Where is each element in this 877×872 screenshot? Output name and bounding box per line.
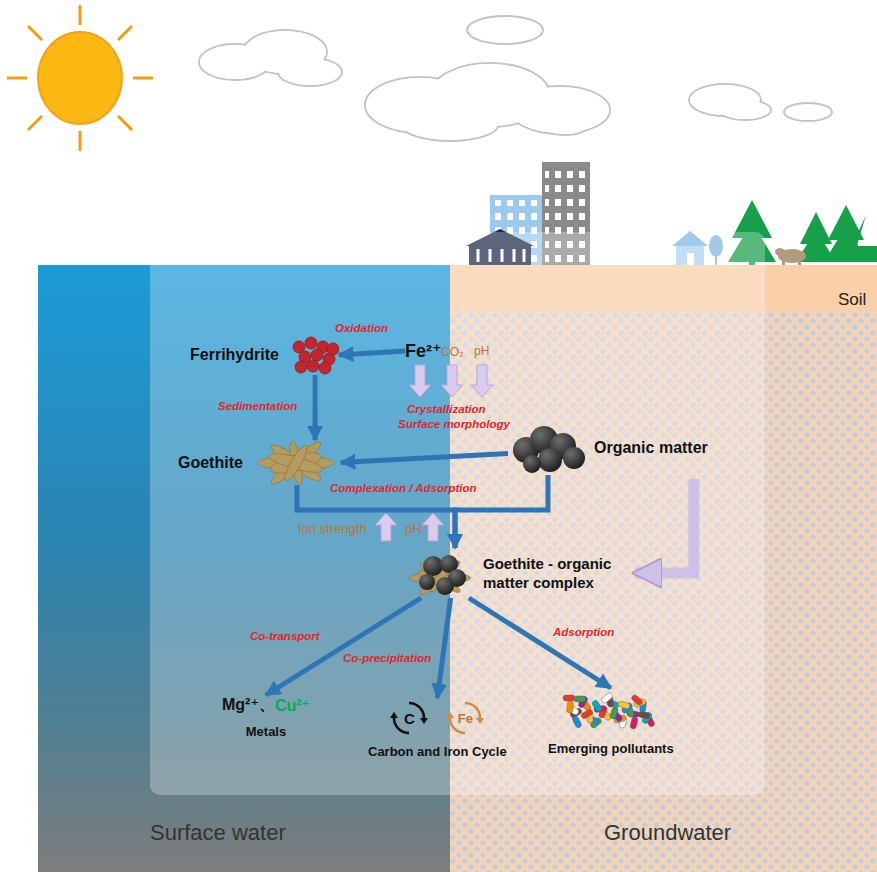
flow-arrow [469,598,611,688]
scene-line [7,77,27,80]
region-label: Groundwater [604,820,731,846]
node-group: Organic matter [508,420,708,475]
scene-ellipse [720,101,770,119]
scene-path [471,365,493,397]
node-text: Emerging pollutants [548,741,674,756]
process-label: Surface morphology [398,418,510,430]
scene-polygon [852,215,877,262]
process-node: Ferrihydrite [190,335,339,375]
node-text: Metals [246,724,286,739]
layer-label: Soil [838,290,866,310]
process-node: Goethite - organic matter complex [405,548,633,598]
clouds-fill [200,31,770,140]
process-node: Mg²⁺、Cu²⁺ Metals [222,695,310,739]
node-group: C Fe [389,698,485,738]
scene-line [28,116,42,130]
process-label: Oxidation [335,322,388,334]
cycle-icon: Fe [445,698,485,738]
process-node: C FeCarbon and Iron Cycle [368,698,507,759]
scene-line [79,5,82,25]
process-node: Emerging pollutants [548,688,674,756]
node-group: Mg²⁺、Cu²⁺ [222,695,310,716]
node-text: Goethite - organic matter complex [483,554,633,593]
scene-path [422,513,444,541]
flow-arrow [339,351,405,355]
node-text: Fe [458,711,473,726]
scene-line [133,77,153,80]
pollutant-pills [561,688,661,733]
process-label: Sedimentation [218,400,297,412]
node-text: Organic matter [594,439,708,457]
scene-path [409,365,431,397]
node-text: Mg²⁺、 [222,695,275,716]
goethite-crystal [251,440,341,485]
factor-label: pH [474,344,489,358]
ferrihydrite-particles [289,335,339,375]
node-group: Goethite [178,440,341,485]
region-label: Surface water [150,820,286,846]
node-group: Fe²⁺ [405,340,442,362]
scene-line [79,131,82,151]
flow-arrow [437,598,450,698]
node-group: C FeCarbon and Iron Cycle [368,698,507,759]
scene-line [118,116,132,130]
organic-matter-particles [508,420,588,475]
node-group: Emerging pollutants [548,688,674,756]
node-text: Carbon and Iron Cycle [368,744,507,759]
process-label: Co-precipitation [343,652,431,664]
scene-ellipse [279,59,341,85]
scene-ellipse [38,32,122,124]
process-node: Goethite [178,440,341,485]
scene-ellipse [784,103,832,121]
factor-label: pH [405,521,422,536]
scene-g [7,5,153,151]
flow-arrow [266,598,421,695]
process-panel [150,232,765,795]
process-node: Fe²⁺ [405,340,442,362]
process-node: Organic matter [508,420,708,475]
node-group: Ferrihydrite [190,335,339,375]
flow-arrow [297,485,455,548]
scene-path [375,513,397,541]
sun [7,5,153,151]
process-label: Crystallization [407,403,486,415]
flow-arrow [635,479,694,573]
cycle-icon: C [389,698,429,738]
node-text: Goethite [178,454,243,472]
node-text: Ferrihydrite [190,346,279,364]
scene-ellipse [511,87,609,133]
flow-arrow [341,454,508,463]
scene-ellipse [403,110,497,140]
process-label: Adsorption [553,626,614,638]
node-text: C [404,710,415,727]
node-text: Fe²⁺ [405,340,442,362]
scene-line [28,26,42,40]
clouds [199,16,832,141]
scene-path [441,365,463,397]
factor-label: CO₂ [441,345,464,359]
factor-label: Ion strength [298,521,367,536]
node-group: Mg²⁺、Cu²⁺ Metals [222,695,310,739]
complex-particle [405,548,475,598]
scene-ellipse [467,16,543,44]
node-text: Cu²⁺ [275,696,310,715]
process-label: Complexation / Adsorption [330,482,477,494]
node-group: Goethite - organic matter complex [405,548,633,598]
process-label: Co-transport [250,630,320,642]
scene-line [118,26,132,40]
flow-arrow [313,375,318,440]
scene-ellipse [775,248,785,256]
